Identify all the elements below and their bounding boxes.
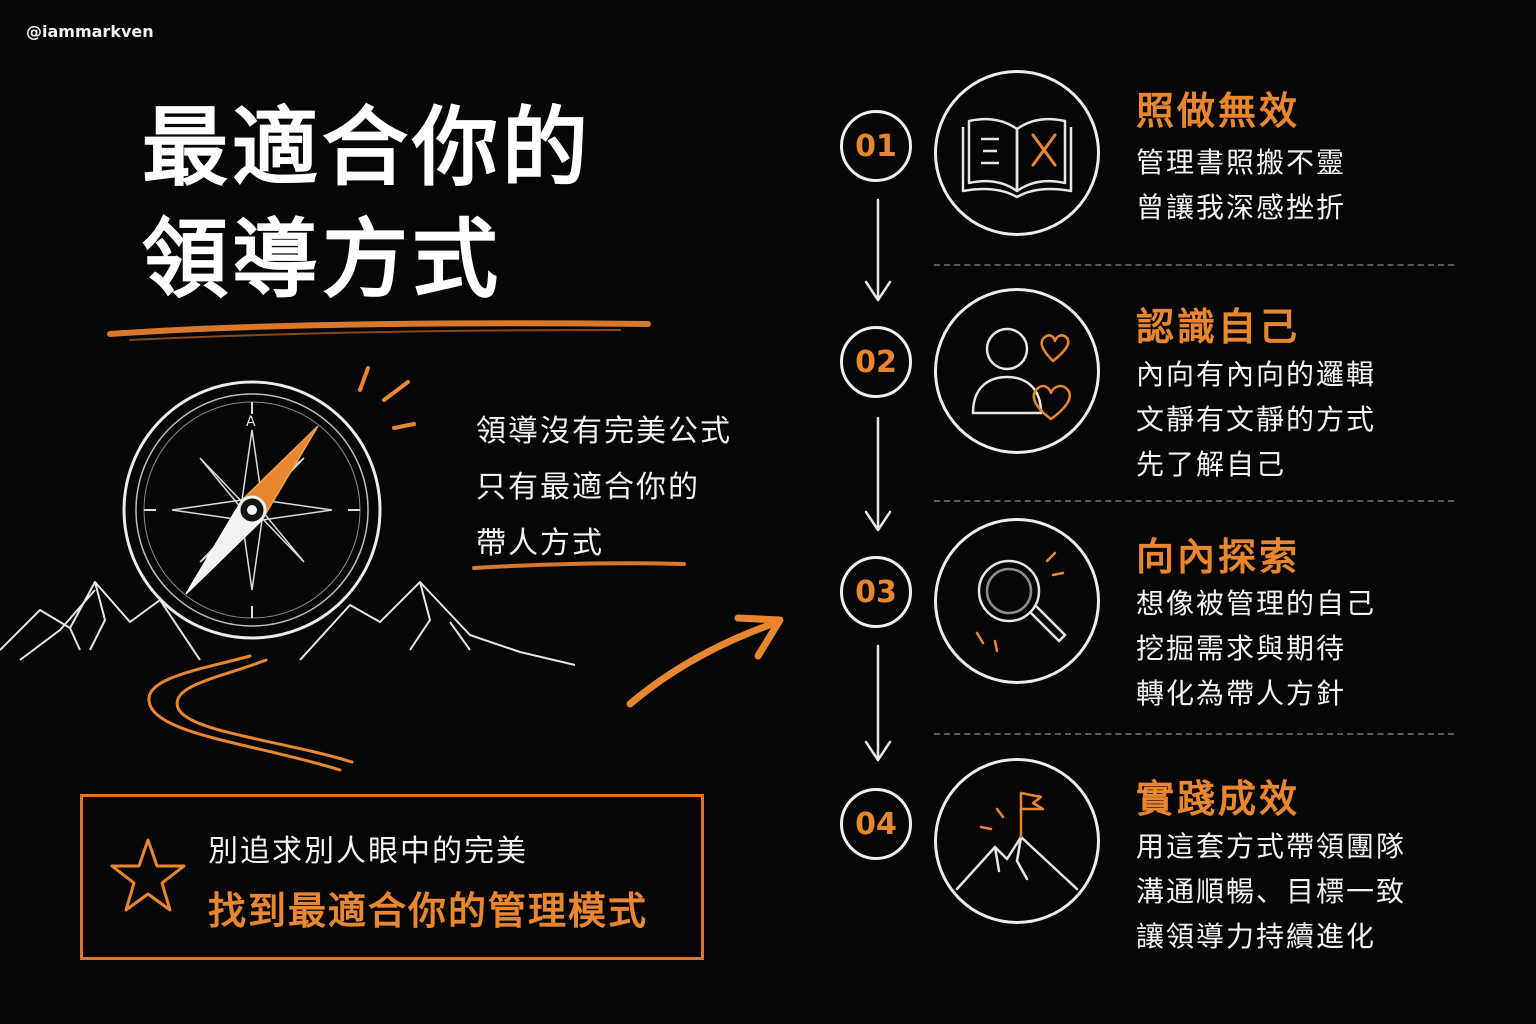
step-4-line-2: 溝通順暢、目標一致 [1136, 875, 1407, 908]
title-line-2: 領導方式 [142, 210, 502, 310]
author-handle: @iammarkven [26, 22, 154, 41]
step-4-line-1: 用這套方式帶領團隊 [1136, 830, 1407, 863]
step-2-number: 02 [840, 326, 912, 398]
person-hearts-icon [971, 327, 1072, 421]
step-divider [934, 733, 1454, 735]
step-3-line-1: 想像被管理的自己 [1136, 587, 1377, 620]
magnifier-icon [975, 551, 1067, 653]
callout-line-2: 找到最適合你的管理模式 [208, 889, 649, 933]
step-2-line-1: 內向有內向的邏輯 [1136, 358, 1377, 391]
step-2-icon-circle [934, 288, 1100, 454]
tagline: 領導沒有完美公式 只有最適合你的 帶人方式 [476, 404, 732, 572]
step-2-line-3: 先了解自己 [1136, 448, 1287, 481]
summit-flag-icon [955, 791, 1079, 891]
step-1-number: 01 [840, 110, 912, 182]
step-1-title: 照做無效 [1136, 89, 1301, 133]
title-line-1: 最適合你的 [142, 98, 592, 198]
compass-mountain-illustration: A [0, 366, 576, 772]
step-4-line-3: 讓領導力持續進化 [1136, 920, 1377, 953]
step-4-description: 用這套方式帶領團隊 溝通順暢、目標一致 讓領導力持續進化 [1136, 824, 1406, 959]
mountains-icon [0, 581, 576, 666]
compass-north-label: A [246, 414, 256, 430]
callout-box [80, 794, 704, 960]
step-1-description: 管理書照搬不靈 曾讓我深感挫折 [1136, 140, 1346, 230]
step-divider [934, 500, 1454, 502]
step-4-number: 04 [840, 788, 912, 860]
step-3-line-3: 轉化為帶人方針 [1136, 677, 1347, 710]
step-3-number: 03 [840, 556, 912, 628]
title-underline [107, 320, 651, 341]
step-2-description: 內向有內向的邏輯 文靜有文靜的方式 先了解自己 [1136, 352, 1376, 487]
open-book-icon [961, 117, 1073, 199]
step-2-line-2: 文靜有文靜的方式 [1136, 403, 1377, 436]
arrow-down-icon [864, 740, 892, 762]
tagline-line-2: 只有最適合你的 [476, 470, 700, 505]
step-3-description: 想像被管理的自己 挖掘需求與期待 轉化為帶人方針 [1136, 581, 1376, 716]
winding-road-icon [147, 654, 354, 772]
tagline-line-3: 帶人方式 [476, 526, 604, 561]
tagline-underline [472, 561, 686, 570]
arrow-down-icon [864, 280, 892, 302]
arrow-down-icon [864, 510, 892, 532]
star-icon [110, 838, 186, 912]
step-4-icon-circle [934, 758, 1100, 924]
timeline-arrows [864, 198, 892, 762]
step-divider [934, 264, 1454, 266]
step-3-title: 向內探索 [1136, 535, 1301, 579]
step-2-title: 認識自己 [1136, 305, 1301, 349]
step-1-icon-circle [934, 70, 1100, 236]
page-title: 最適合你的 領導方式 [142, 92, 592, 316]
compass-icon: A [122, 380, 382, 640]
arrow-right-icon [626, 614, 784, 708]
step-3-line-2: 挖掘需求與期待 [1136, 632, 1347, 665]
callout-line-1: 別追求別人眼中的完美 [208, 834, 528, 869]
step-4-title: 實踐成效 [1136, 777, 1301, 821]
tagline-line-1: 領導沒有完美公式 [476, 414, 732, 449]
step-1-line-2: 曾讓我深感挫折 [1136, 191, 1347, 224]
spark-lines-icon [358, 366, 416, 430]
step-1-line-1: 管理書照搬不靈 [1136, 146, 1347, 179]
step-3-icon-circle [934, 518, 1100, 684]
